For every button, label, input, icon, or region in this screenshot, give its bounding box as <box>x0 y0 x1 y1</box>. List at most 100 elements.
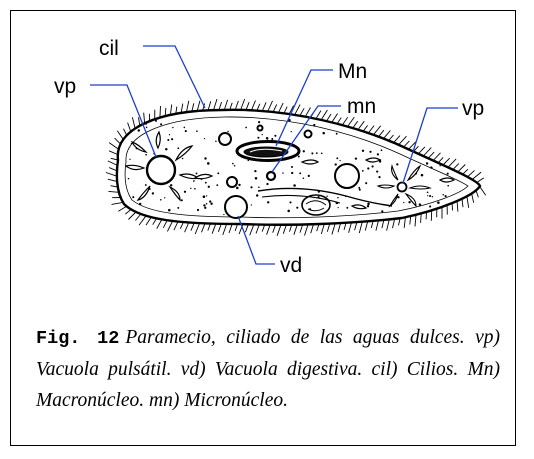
cilium <box>359 222 362 233</box>
cilium <box>294 225 297 235</box>
granule <box>293 184 296 187</box>
cilium <box>268 101 273 112</box>
cilium <box>109 151 118 155</box>
cilium <box>477 178 484 183</box>
cilium <box>174 222 178 231</box>
leader-cil <box>143 46 205 108</box>
cilium <box>332 223 335 234</box>
cilium <box>250 224 254 235</box>
cilium <box>342 117 347 125</box>
cilium <box>467 196 469 208</box>
granule <box>322 132 325 135</box>
granule <box>128 178 130 180</box>
cilium <box>109 143 119 150</box>
cilium <box>128 212 136 220</box>
cilium <box>384 131 391 139</box>
granule <box>256 194 258 196</box>
granule <box>208 186 210 188</box>
cilium <box>212 224 216 234</box>
cilium <box>316 111 321 119</box>
granule <box>184 127 186 129</box>
cilium <box>321 110 327 120</box>
label-cil: cil <box>99 37 119 60</box>
cilium <box>132 117 135 128</box>
granule <box>145 184 147 186</box>
cilium <box>251 101 255 111</box>
cilium <box>472 172 481 179</box>
granule <box>204 157 206 159</box>
cilium <box>224 100 227 110</box>
granule <box>258 187 260 189</box>
cilium <box>421 213 422 223</box>
granule <box>129 159 130 160</box>
granule <box>396 163 398 165</box>
cilium <box>279 103 284 113</box>
granule <box>372 165 374 167</box>
granule <box>403 202 404 203</box>
granule <box>362 170 364 172</box>
cilium <box>235 101 238 110</box>
granule <box>197 209 199 211</box>
granule <box>206 203 208 205</box>
granule <box>296 207 298 209</box>
granule <box>326 196 327 197</box>
granule <box>337 197 339 199</box>
cilium <box>108 161 118 166</box>
granule <box>362 150 364 152</box>
granule <box>204 138 205 139</box>
cilium <box>418 147 425 154</box>
granule <box>190 188 191 189</box>
cilium <box>167 221 172 231</box>
granule <box>207 162 210 165</box>
cilium <box>195 223 199 234</box>
cilium <box>348 117 355 127</box>
paramecium-diagram: cil vp Mn mn vp vd <box>0 0 534 300</box>
granule <box>377 153 379 155</box>
granule <box>182 158 184 160</box>
label-mn-micro: mn <box>347 95 376 118</box>
granule <box>254 170 256 172</box>
granule <box>152 192 154 194</box>
granule <box>132 196 134 198</box>
granule <box>203 204 205 206</box>
granule <box>258 121 260 123</box>
granule <box>335 163 337 165</box>
granule <box>164 197 165 198</box>
granule <box>369 151 371 153</box>
granule <box>419 203 421 205</box>
granule <box>321 152 323 154</box>
granule <box>216 184 218 186</box>
granule <box>215 140 217 142</box>
granule <box>169 134 170 135</box>
granule <box>177 207 179 209</box>
granule <box>303 150 305 152</box>
label-vd: vd <box>280 254 302 277</box>
cilium <box>376 220 379 230</box>
cilium <box>106 173 117 177</box>
cilium <box>349 223 352 233</box>
granule <box>421 174 424 177</box>
granule <box>172 127 173 128</box>
cilium <box>160 106 161 118</box>
cilium <box>327 114 332 121</box>
cilium <box>332 114 338 123</box>
cilium <box>457 201 458 212</box>
granule <box>257 137 259 139</box>
granule <box>287 210 290 213</box>
label-vp-right: vp <box>462 97 484 120</box>
label-mn-macro: Mn <box>338 60 367 83</box>
granule <box>196 130 198 132</box>
granule <box>316 152 318 154</box>
granule <box>181 199 183 201</box>
cilium <box>139 216 146 225</box>
granule <box>291 166 293 168</box>
granule <box>209 200 211 202</box>
granule <box>223 214 224 215</box>
cilium <box>108 191 119 192</box>
cilium <box>229 224 232 233</box>
granule <box>193 180 194 181</box>
figure-caption: Fig. 12Paramecio, ciliado de las aguas d… <box>36 322 500 416</box>
cilium <box>423 148 431 156</box>
granule <box>447 185 449 187</box>
granule <box>238 184 240 186</box>
